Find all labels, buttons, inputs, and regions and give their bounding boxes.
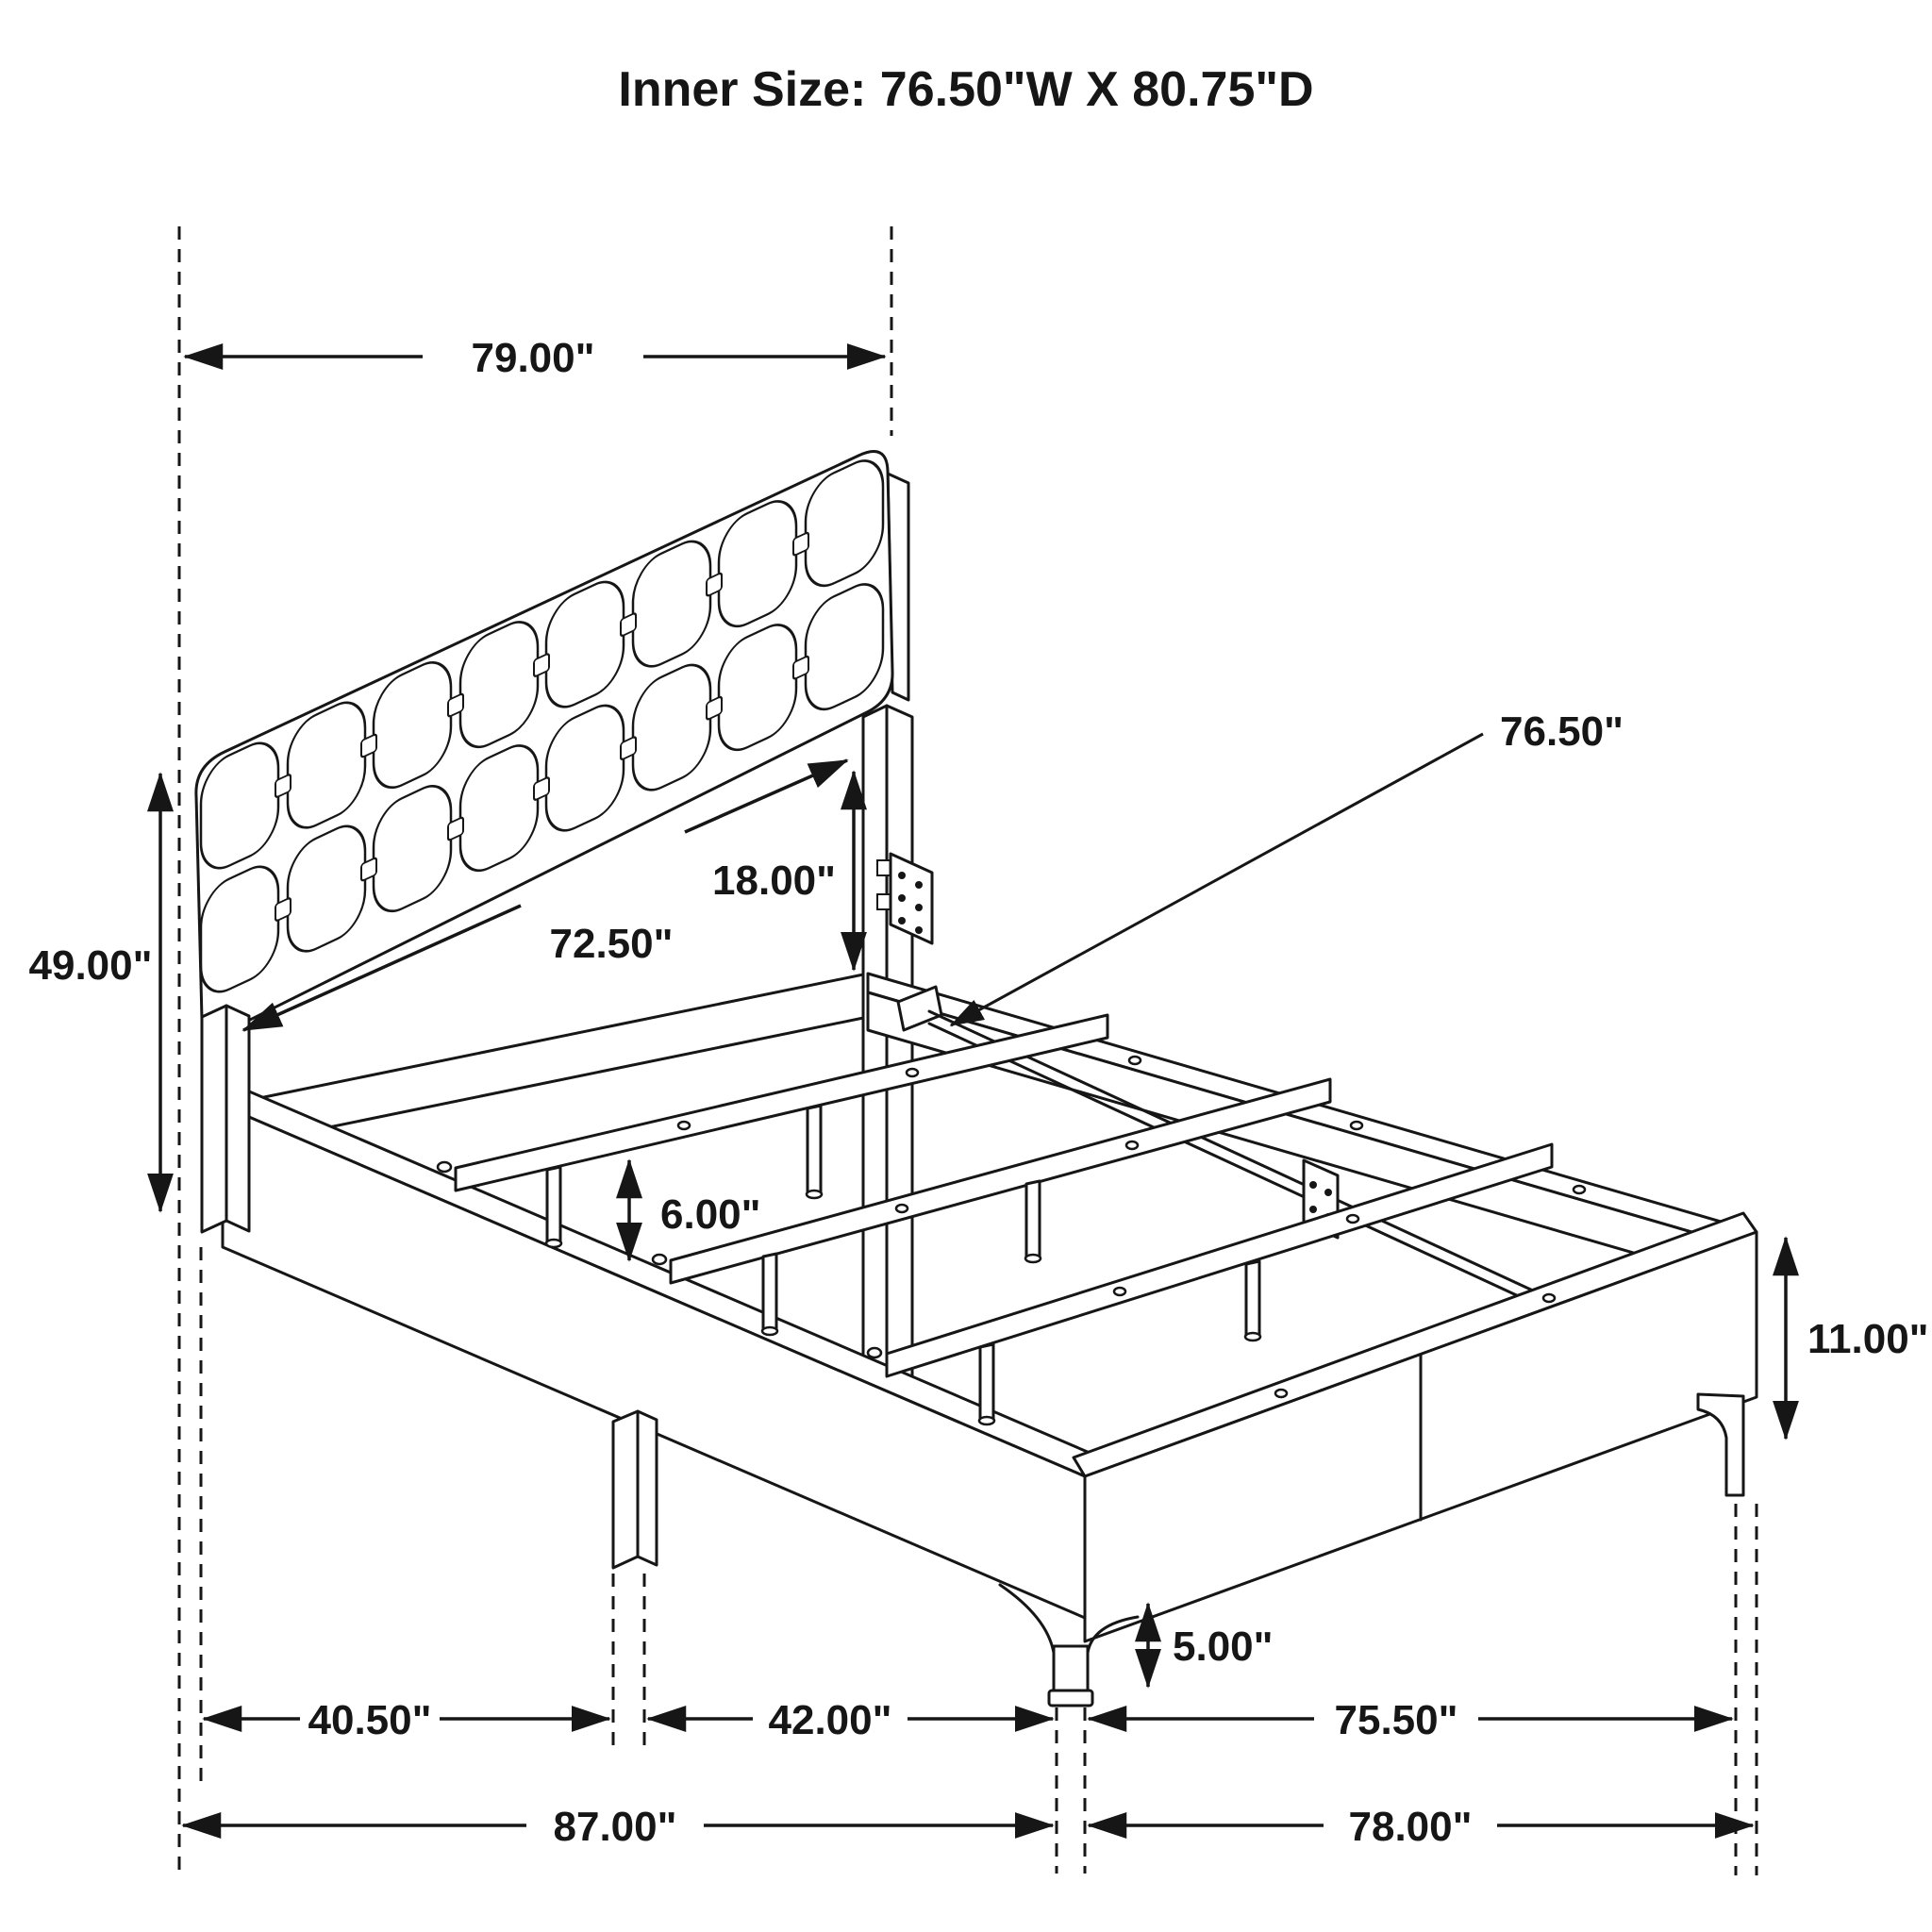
center-rail-end-tab (896, 985, 943, 1032)
screw-hole (1349, 1120, 1364, 1131)
screw-hole (651, 1253, 668, 1266)
dim-mid-section-depth: 42.00" (646, 1697, 1055, 1743)
headboard (194, 450, 910, 1234)
screw-hole (1572, 1184, 1587, 1195)
svg-text:42.00": 42.00" (769, 1697, 892, 1743)
svg-text:11.00": 11.00" (1807, 1316, 1929, 1362)
dim-front-leg-height: 5.00" (1135, 1602, 1274, 1689)
headboard-bracket-plate (876, 852, 934, 945)
bed-drawing (194, 450, 1758, 1707)
screw-hole (436, 1160, 453, 1174)
front-corner-leg (998, 1583, 1140, 1707)
dim-headboard-width: 79.00" (183, 335, 887, 381)
svg-text:6.00": 6.00" (660, 1191, 761, 1238)
slat-2 (669, 1077, 1332, 1337)
svg-text:75.50": 75.50" (1335, 1697, 1458, 1743)
slat-leg (1024, 1179, 1041, 1261)
side-rail-leg (611, 1409, 658, 1570)
dim-frame-total-depth: 78.00" (1087, 1804, 1755, 1850)
svg-text:5.00": 5.00" (1173, 1624, 1274, 1670)
tuft-pattern (199, 459, 885, 993)
slat-1 (454, 1013, 1109, 1249)
leg-foot (1047, 1689, 1094, 1707)
headboard-panel (194, 450, 894, 1036)
slat-3 (885, 1142, 1554, 1426)
foot-rail (1072, 1211, 1758, 1643)
slat-leg (761, 1252, 778, 1334)
dim-rail-section-depth: 75.50" (1087, 1697, 1734, 1743)
dim-slat-leg-height: 6.00" (616, 1158, 761, 1262)
svg-text:79.00": 79.00" (472, 335, 595, 381)
svg-text:18.00": 18.00" (712, 858, 836, 904)
bracket-hook (876, 893, 891, 910)
dimension-annotations: 79.00" 76.50" 72.50" 18.00" 49.00" 6.00"… (29, 335, 1929, 1850)
svg-text:78.00": 78.00" (1349, 1804, 1473, 1850)
dim-headboard-panel-width: 72.50" (242, 758, 849, 1032)
headboard-left-leg (200, 1004, 251, 1234)
svg-text:40.50": 40.50" (308, 1697, 432, 1743)
dim-total-depth-with-headboard: 87.00" (181, 1804, 1055, 1850)
screw-hole (1541, 1292, 1557, 1304)
slat-leg (1244, 1259, 1261, 1340)
svg-text:49.00": 49.00" (29, 942, 153, 989)
screw-hole (866, 1346, 883, 1359)
diagram-title: Inner Size: 76.50"W X 80.75"D (618, 62, 1313, 117)
svg-text:76.50": 76.50" (1500, 708, 1624, 755)
dim-inner-rail-length: 76.50" (949, 708, 1624, 1027)
svg-text:72.50": 72.50" (550, 921, 674, 967)
svg-text:87.00": 87.00" (554, 1804, 677, 1850)
slat-leg (806, 1104, 823, 1197)
dim-headboard-mount-height: 18.00" (712, 770, 867, 972)
right-corner-foot (1696, 1392, 1745, 1497)
slat-leg (978, 1342, 995, 1424)
dim-side-rail-height: 11.00" (1773, 1236, 1929, 1441)
bracket-hook (876, 859, 891, 876)
screw-hole (1127, 1055, 1142, 1066)
screw-hole (1274, 1388, 1289, 1399)
dim-headboard-section-depth: 40.50" (202, 1697, 611, 1743)
slat-leg (545, 1165, 562, 1246)
dim-headboard-height: 49.00" (29, 772, 174, 1213)
extension-lines (177, 226, 1758, 1879)
